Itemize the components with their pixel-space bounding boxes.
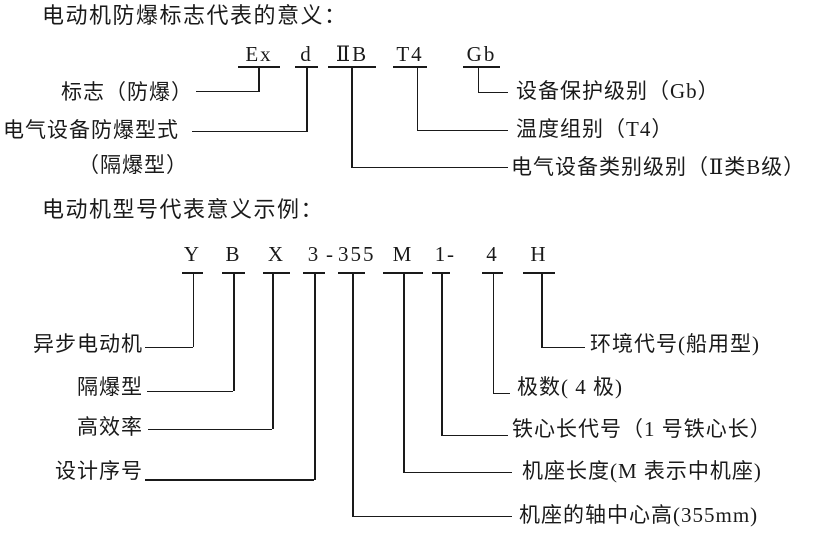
- leader-hline-core-length: [441, 434, 508, 436]
- code1-seg-iib: ⅡB: [335, 42, 369, 66]
- code1-seg-ex: Ex: [245, 42, 273, 66]
- label-mark-explosionproof: 标志（防爆）: [61, 80, 193, 104]
- leader-hline-shaft-center-height: [352, 515, 512, 517]
- label-design-serial: 设计序号: [55, 459, 143, 483]
- leader-hline-protection-level: [478, 91, 508, 93]
- leader-hline-pole-number: [492, 392, 510, 394]
- label-environment-code: 环境代号(船用型): [590, 332, 760, 356]
- label-core-length-code: 铁心长代号（1 号铁心长）: [512, 417, 772, 441]
- code1-seg-gb: Gb: [466, 42, 497, 66]
- code1-underline-ex: [238, 66, 280, 68]
- label-flameproof: 隔爆型: [77, 375, 143, 399]
- leader-vline-m: [403, 273, 405, 472]
- label-electrical-equipment-type: 电气设备防爆型式: [3, 118, 179, 142]
- leader-vline-gb: [477, 67, 479, 93]
- leader-vline-4: [492, 273, 494, 393]
- label-equipment-protection-level: 设备保护级别（Gb）: [516, 79, 720, 103]
- code2-seg-hyphen1: -: [326, 242, 335, 266]
- code2-underline-y: [182, 272, 203, 274]
- code2-seg-355: 355: [338, 242, 376, 266]
- leader-hline-async-motor: [145, 346, 193, 348]
- leader-vline-iib: [351, 67, 353, 168]
- code2-seg-h: H: [530, 242, 548, 266]
- leader-vline-t4: [416, 67, 418, 131]
- leader-vline-b: [233, 273, 235, 391]
- code2-seg-3: 3: [307, 242, 321, 266]
- label-high-efficiency: 高效率: [77, 415, 143, 439]
- code2-underline-1: [432, 272, 450, 274]
- label-equipment-category-level: 电气设备类别级别（Ⅱ类B级）: [511, 155, 806, 179]
- code2-underline-h: [523, 272, 555, 274]
- code1-underline-t4: [393, 66, 427, 68]
- code1-seg-t4: T4: [396, 42, 424, 66]
- code2-seg-b: B: [225, 242, 242, 266]
- label-shaft-center-height: 机座的轴中心高(355mm): [519, 503, 759, 527]
- title-model-designation-example: 电动机型号代表意义示例：: [42, 197, 325, 222]
- code1-underline-gb: [463, 66, 500, 68]
- leader-hline-frame-length: [403, 471, 512, 473]
- leader-vline-h: [541, 273, 543, 348]
- leader-vline-355: [352, 273, 354, 517]
- code2-underline-b: [222, 272, 245, 274]
- leader-vline-x: [272, 273, 274, 429]
- code2-seg-1: 1: [434, 242, 448, 266]
- leader-hline-category-level: [352, 166, 508, 168]
- code1-seg-d: d: [300, 42, 313, 66]
- code2-seg-hyphen2: -: [447, 242, 456, 266]
- code1-underline-iib: [328, 66, 376, 68]
- code2-underline-4: [482, 272, 503, 274]
- leader-vline-y: [192, 273, 194, 347]
- leader-hline-environment-code: [541, 346, 585, 348]
- code2-seg-x: X: [267, 242, 286, 266]
- title-explosion-proof-marking: 电动机防爆标志代表的意义：: [42, 3, 348, 28]
- code2-underline-355: [338, 272, 365, 274]
- leader-hline-mark: [196, 90, 259, 92]
- leader-hline-high-efficiency: [148, 428, 272, 430]
- leader-vline-3: [314, 273, 316, 480]
- leader-hline-temperature-group: [417, 129, 508, 131]
- leader-hline-type: [192, 130, 307, 132]
- leader-hline-flameproof: [147, 390, 233, 392]
- label-temperature-group: 温度组别（T4）: [516, 117, 674, 141]
- label-async-motor: 异步电动机: [33, 332, 143, 356]
- label-flameproof-type: （隔爆型）: [78, 153, 188, 177]
- code1-underline-d: [295, 66, 318, 68]
- code2-underline-m: [383, 272, 423, 274]
- leader-vline-d: [306, 67, 308, 132]
- code2-seg-m: M: [392, 242, 414, 266]
- label-frame-length: 机座长度(M 表示中机座): [522, 459, 762, 483]
- leader-vline-ex: [258, 67, 260, 92]
- code2-seg-4: 4: [486, 242, 499, 266]
- code2-underline-x: [263, 272, 290, 274]
- leader-vline-1: [441, 273, 443, 435]
- code2-seg-y: Y: [183, 242, 202, 266]
- leader-hline-design-serial: [145, 479, 314, 481]
- code2-underline-3: [303, 272, 325, 274]
- label-pole-number: 极数( 4 极): [517, 375, 623, 399]
